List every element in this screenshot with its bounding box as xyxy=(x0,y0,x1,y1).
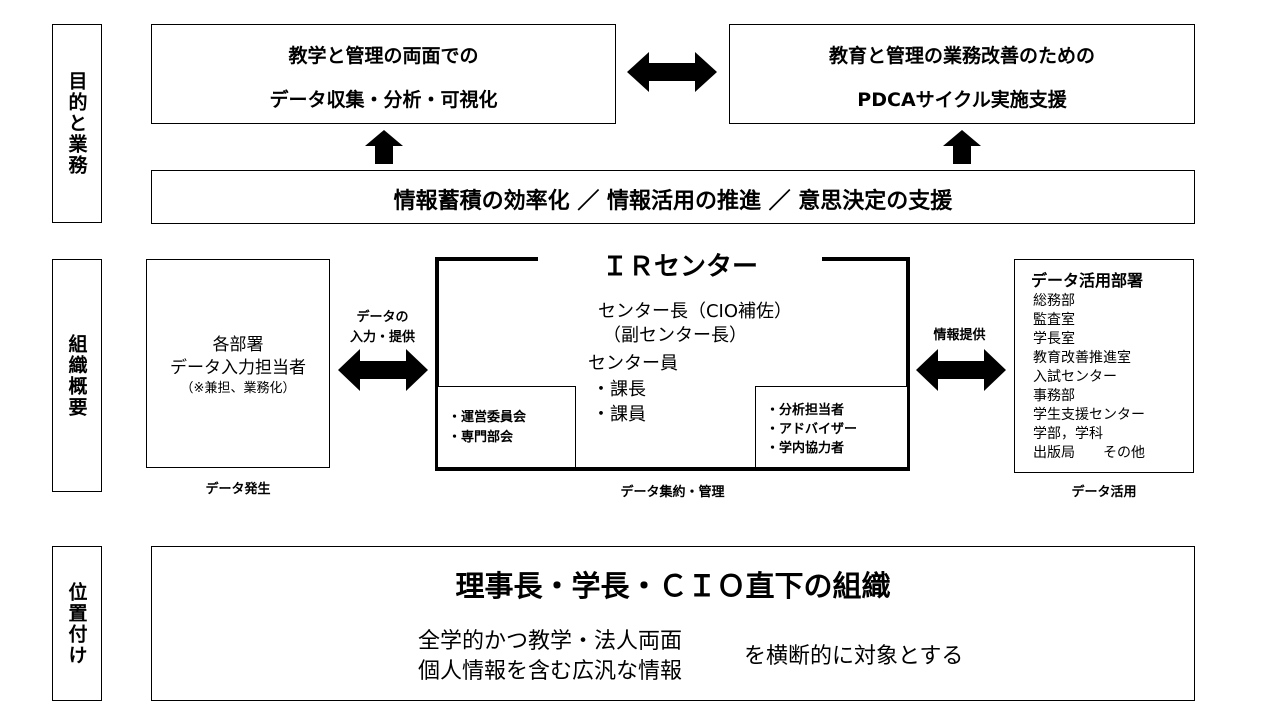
up-arrow-icon xyxy=(365,130,403,164)
position-box: 理事長・学長・ＣＩＯ直下の組織 全学的かつ教学・法人両面 個人情報を含む広汎な情… xyxy=(151,546,1195,701)
left-arrow-label2: 入力・提供 xyxy=(349,330,415,345)
purpose-left-box: 教学と管理の両面での データ収集・分析・可視化 xyxy=(151,24,616,124)
left-arrow-label1: データの xyxy=(356,310,409,325)
committee-item: ・専門部会 xyxy=(448,430,514,445)
ir-center-line5: ・課員 xyxy=(592,404,646,425)
caption-data-usage: データ活用 xyxy=(1071,485,1137,500)
data-usage-title: データ活用部署 xyxy=(1031,271,1144,290)
ir-center-line2: （副センター長） xyxy=(603,325,747,346)
data-usage-item: 入試センター xyxy=(1033,369,1117,385)
data-usage-item: 教育改善推進室 xyxy=(1033,350,1131,366)
caption-data-aggregation: データ集約・管理 xyxy=(620,485,725,500)
data-usage-box: データ活用部署 総務部 監査室 学長室 教育改善推進室 入試センター 事務部 学… xyxy=(1014,259,1194,473)
caption-data-generation: データ発生 xyxy=(205,482,271,497)
ir-center-title: ＩＲセンター xyxy=(601,252,758,282)
data-usage-item: 事務部 xyxy=(1033,388,1075,404)
ir-center-line3: センター員 xyxy=(588,353,678,374)
ir-center-line1: センター長（CIO補佐） xyxy=(597,301,793,322)
staff-item: ・アドバイザー xyxy=(766,422,858,437)
ir-center-title-gap xyxy=(538,250,822,264)
purpose-left-line1: 教学と管理の両面での xyxy=(288,45,479,67)
staff-item: ・学内協力者 xyxy=(766,441,845,456)
purpose-right-line2: PDCAサイクル実施支援 xyxy=(857,89,1067,111)
departments-line1: 各部署 xyxy=(212,335,264,355)
departments-box: 各部署 データ入力担当者 （※兼担、業務化） xyxy=(146,259,330,468)
data-usage-item: 出版局 その他 xyxy=(1033,445,1145,461)
staff-item: ・分析担当者 xyxy=(766,403,845,418)
purpose-right-line1: 教育と管理の業務改善のための xyxy=(828,45,1095,67)
ir-center-line4: ・課長 xyxy=(592,379,646,400)
committee-box: ・運営委員会 ・専門部会 xyxy=(437,386,576,468)
position-line1: 全学的かつ教学・法人両面 xyxy=(417,629,682,654)
purpose-left-line2: データ収集・分析・可視化 xyxy=(269,89,498,111)
departments-line3: （※兼担、業務化） xyxy=(180,381,296,396)
double-arrow-icon xyxy=(627,52,717,92)
data-usage-item: 学部，学科 xyxy=(1033,426,1103,442)
data-usage-item: 学生支援センター xyxy=(1033,407,1145,423)
double-arrow-icon xyxy=(916,349,1006,391)
data-usage-item: 学長室 xyxy=(1033,331,1075,347)
staff-box: ・分析担当者 ・アドバイザー ・学内協力者 xyxy=(755,386,908,468)
position-title: 理事長・学長・ＣＩＯ直下の組織 xyxy=(455,569,891,603)
purpose-bar-text: 情報蓄積の効率化 ／ 情報活用の推進 ／ 意思決定の支援 xyxy=(393,189,953,214)
position-tail: を横断的に対象とする xyxy=(744,644,964,669)
purpose-right-box: 教育と管理の業務改善のための PDCAサイクル実施支援 xyxy=(729,24,1195,124)
right-arrow-label: 情報提供 xyxy=(933,328,986,343)
purpose-bar: 情報蓄積の効率化 ／ 情報活用の推進 ／ 意思決定の支援 xyxy=(151,170,1195,224)
section-label-overview: 組織概要 xyxy=(52,259,102,492)
committee-item: ・運営委員会 xyxy=(448,410,527,425)
position-line2: 個人情報を含む広汎な情報 xyxy=(417,659,682,684)
data-usage-item: 総務部 xyxy=(1033,293,1075,309)
data-usage-item: 監査室 xyxy=(1033,312,1075,328)
section-label-position: 位置付け xyxy=(52,546,102,701)
departments-line2: データ入力担当者 xyxy=(170,358,306,378)
up-arrow-icon xyxy=(943,130,981,164)
double-arrow-icon xyxy=(338,349,428,391)
section-label-purpose: 目的と業務 xyxy=(52,24,102,223)
